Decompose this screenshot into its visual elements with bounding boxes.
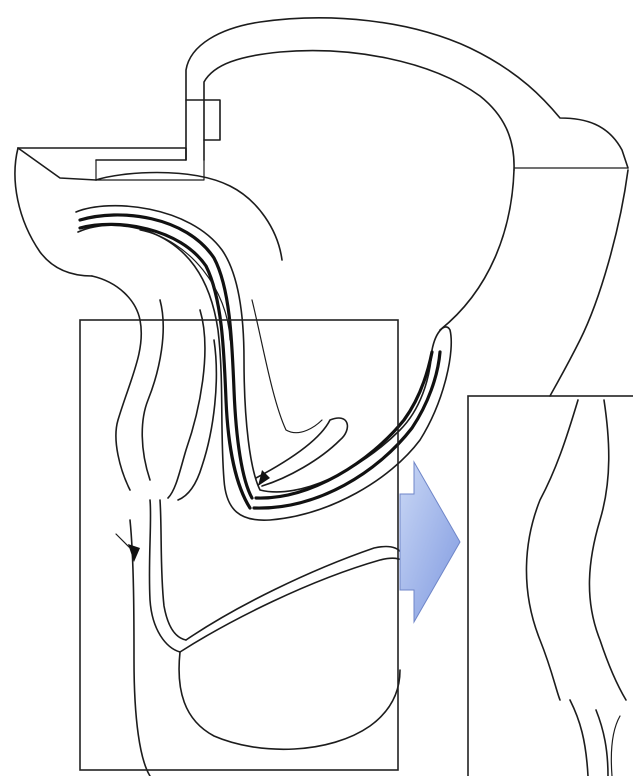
right-detail-structure: [526, 400, 626, 776]
cross-section-outline: [15, 18, 628, 396]
folded-canal: [76, 206, 451, 776]
transition-arrow: [400, 462, 460, 622]
